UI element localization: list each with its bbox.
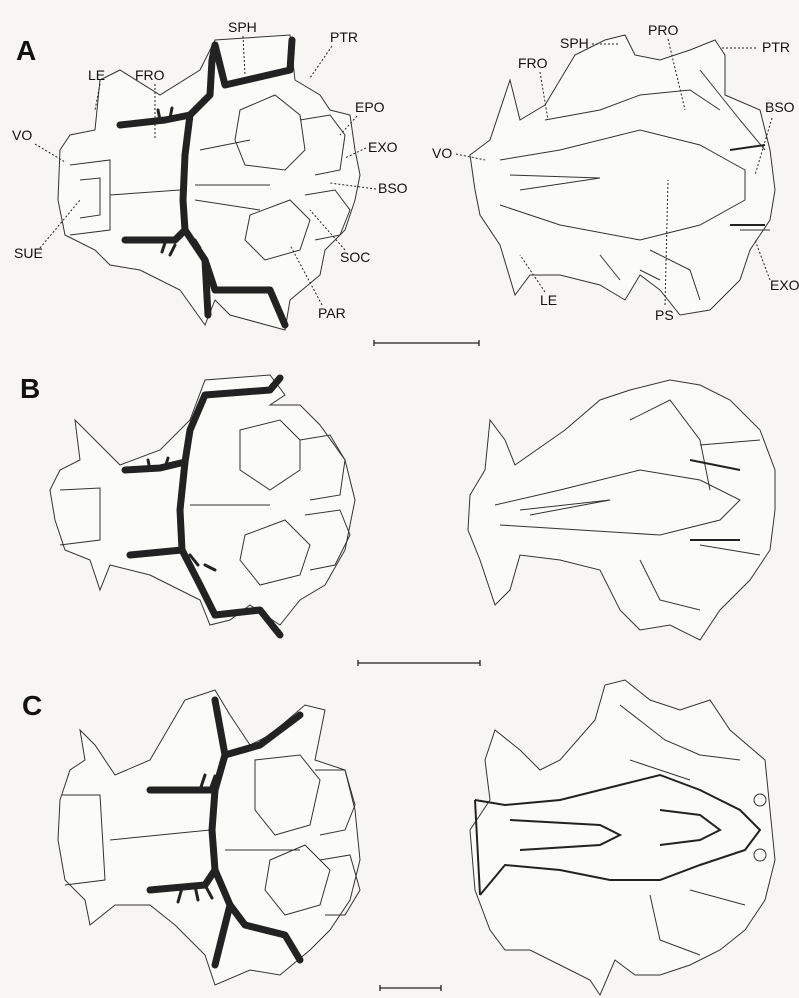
label-vo: VO: [12, 127, 32, 143]
label-sph: SPH: [228, 19, 257, 35]
label-fro-ventral: FRO: [518, 55, 548, 71]
label-ptr-ventral: PTR: [762, 39, 790, 55]
panel-label-b: B: [20, 373, 40, 404]
label-par: PAR: [318, 305, 346, 321]
label-ptr: PTR: [330, 29, 358, 45]
label-le-ventral: LE: [540, 292, 557, 308]
label-vo-ventral: VO: [432, 145, 452, 161]
label-pro-ventral: PRO: [648, 22, 678, 38]
scale-bar-a: [374, 340, 479, 346]
panel-b-ventral-skull: [468, 380, 775, 640]
label-le: LE: [88, 67, 105, 83]
label-sue: SUE: [14, 245, 43, 261]
panel-label-c: C: [22, 690, 42, 721]
label-fro: FRO: [135, 67, 165, 83]
panel-c-ventral-skull: [470, 680, 775, 995]
label-epo: EPO: [355, 99, 385, 115]
label-bso: BSO: [378, 180, 408, 196]
panel-b-dorsal-skull: [50, 375, 355, 635]
label-ps-ventral: PS: [655, 307, 674, 323]
panel-a-ventral-skull: [470, 35, 775, 315]
label-soc: SOC: [340, 249, 370, 265]
scale-bar-b: [358, 660, 480, 666]
panel-label-a: A: [16, 35, 36, 66]
label-exo-ventral: EXO: [770, 277, 799, 293]
panel-c-dorsal-skull: [58, 690, 360, 985]
label-sph-ventral: SPH: [560, 35, 589, 51]
label-bso-ventral: BSO: [765, 99, 795, 115]
scale-bar-c: [380, 985, 441, 991]
label-exo: EXO: [368, 139, 398, 155]
